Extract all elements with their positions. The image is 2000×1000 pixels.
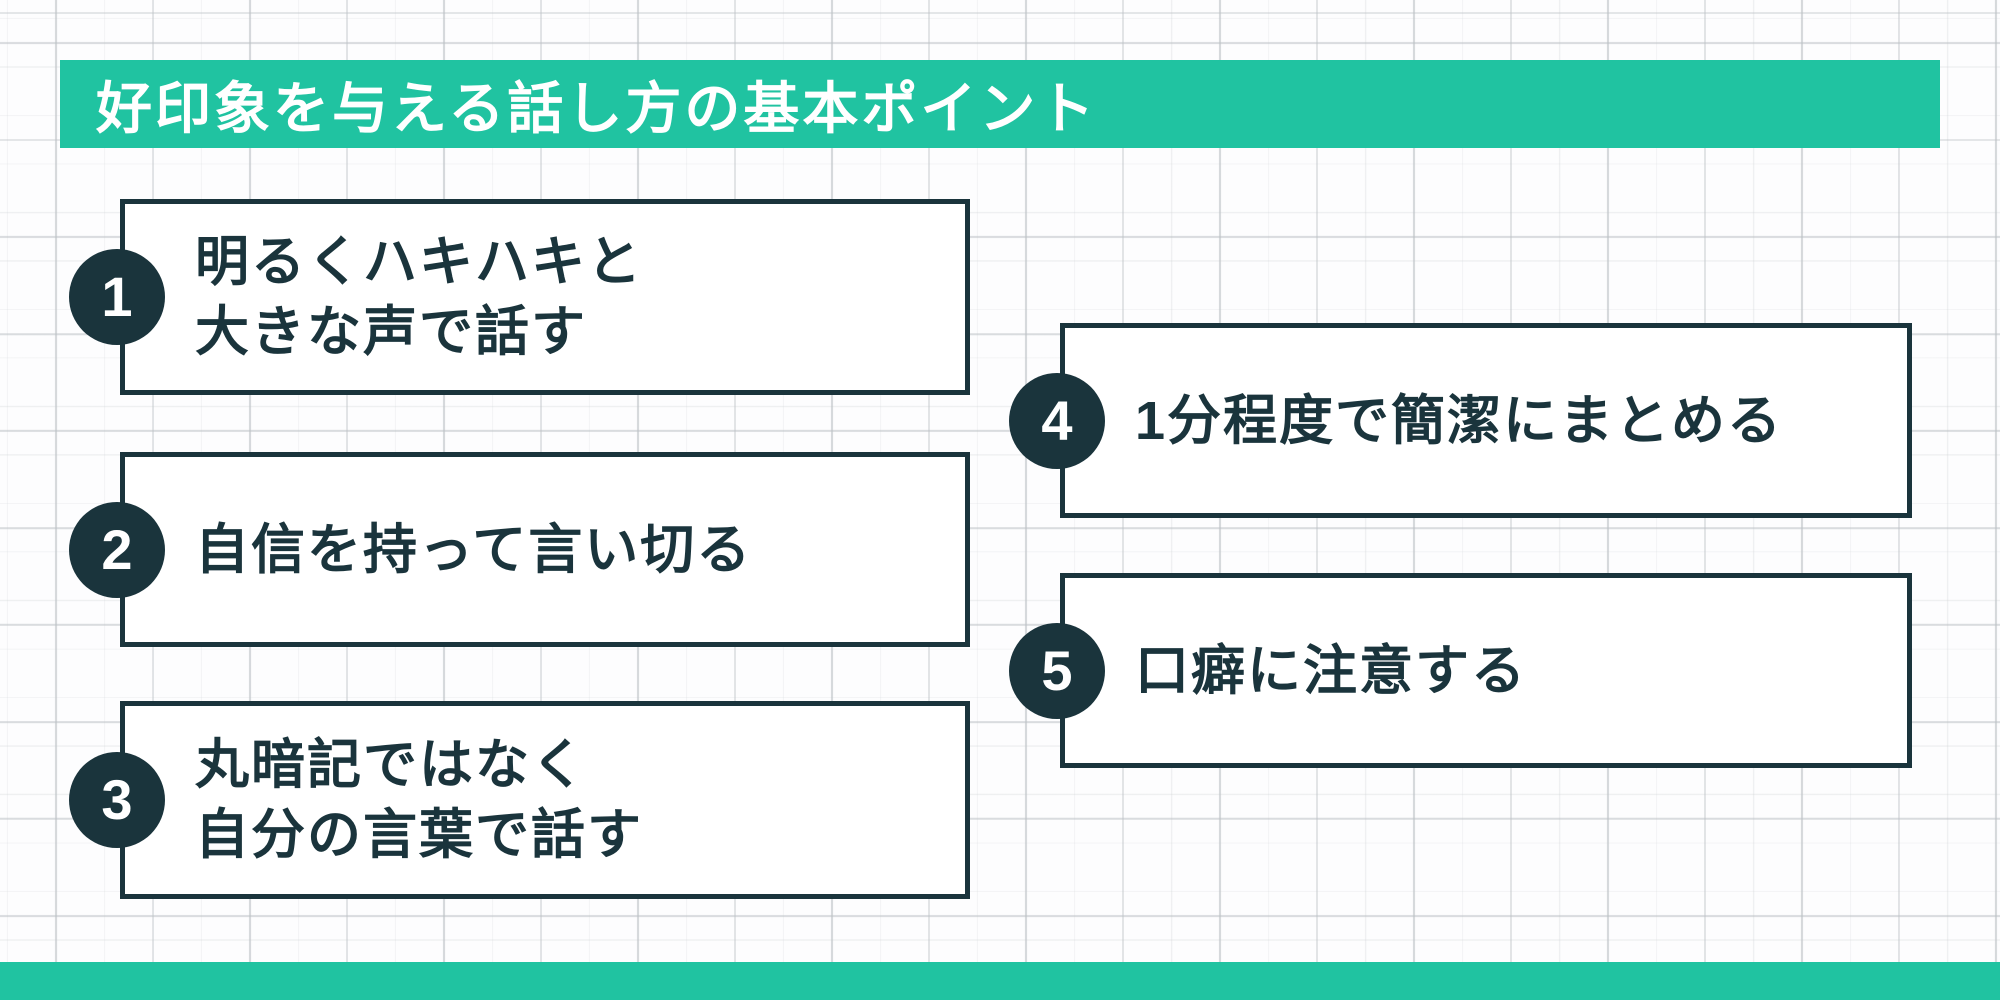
point-number: 5: [1041, 638, 1073, 702]
point-number: 4: [1041, 388, 1073, 452]
point-box-3: 3 丸暗記ではなく 自分の言葉で話す: [69, 701, 970, 899]
point-box-1: 1 明るくハキハキと 大きな声で話す: [69, 199, 970, 395]
point-text: 自信を持って言い切る: [195, 519, 753, 580]
point-box-2: 2 自信を持って言い切る: [69, 452, 970, 647]
point-text: 1分程度で簡潔にまとめる: [1135, 390, 1784, 451]
point-number-badge: 2: [69, 501, 165, 598]
point-number: 1: [101, 265, 133, 328]
point-box-5: 5 口癖に注意する: [1009, 573, 1912, 768]
header-bar: 好印象を与える話し方の基本ポイント: [60, 60, 1940, 148]
point-number: 2: [101, 517, 133, 581]
point-number-badge: 3: [69, 752, 165, 848]
point-number-badge: 5: [1009, 622, 1105, 719]
point-number: 3: [101, 768, 133, 831]
point-number-badge: 4: [1009, 372, 1105, 469]
point-box-4: 4 1分程度で簡潔にまとめる: [1009, 323, 1912, 518]
footer-accent-strip: [0, 962, 2000, 1000]
point-text: 丸暗記ではなく 自分の言葉で話す: [195, 735, 643, 865]
point-text: 明るくハキハキと 大きな声で話す: [195, 232, 643, 362]
page-title: 好印象を与える話し方の基本ポイント: [96, 76, 1098, 140]
point-number-badge: 1: [69, 249, 165, 345]
point-text: 口癖に注意する: [1135, 640, 1527, 701]
